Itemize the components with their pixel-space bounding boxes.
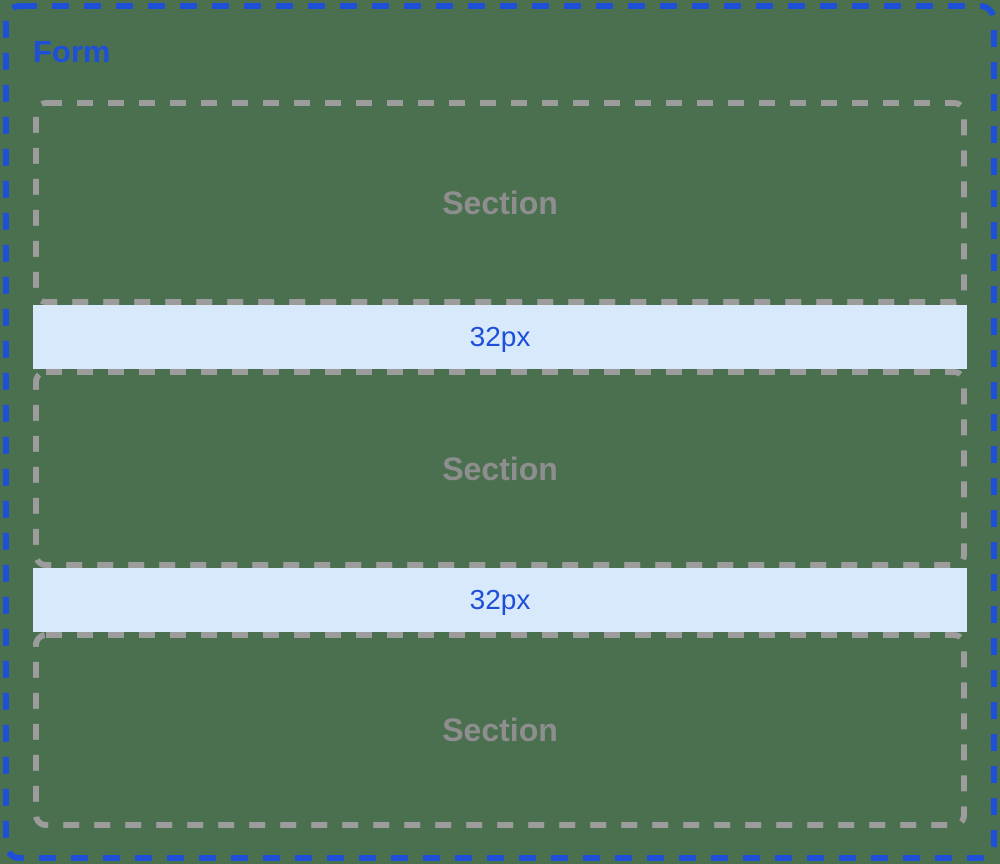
form-title: Form (33, 34, 111, 69)
gap-band: 32px (33, 305, 967, 369)
section-box: Section (33, 632, 967, 828)
section-label: Section (442, 184, 558, 221)
gap-band: 32px (33, 568, 967, 632)
gap-size-label: 32px (469, 321, 531, 352)
section-label: Section (442, 450, 558, 487)
section-box: Section (33, 100, 967, 305)
section-label: Section (442, 712, 558, 748)
gap-size-label: 32px (469, 584, 531, 615)
section-box: Section (33, 369, 967, 568)
